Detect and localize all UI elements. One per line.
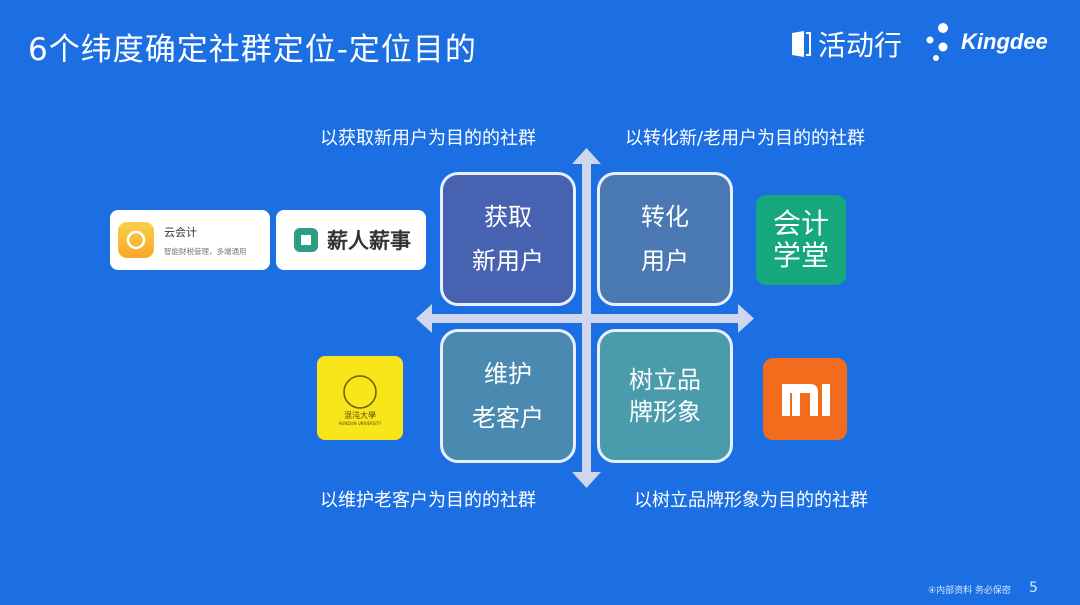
page-number: 5 [1029, 580, 1038, 596]
yunkuaiji-logo: 云会计智能财税管理，多端通用 [110, 210, 270, 270]
quadrant-box-brand: 树立品牌形象 [597, 329, 733, 463]
logo-line: 学堂 [772, 239, 829, 272]
box-line: 维护 [484, 360, 532, 388]
arrow-down-icon [572, 472, 601, 488]
xinren-logo: 薪人薪事 [276, 210, 426, 270]
xinren-mark-icon [294, 228, 318, 252]
box-line: 转化 [641, 203, 689, 231]
hunxun-logo: 混沌大學 HUNDUN UNIVERSITY [317, 356, 403, 440]
cloud-icon [118, 222, 154, 258]
xinren-name: 薪人薪事 [327, 229, 411, 253]
quadrant-label-retain: 以维护老客户为目的的社群 [320, 490, 536, 511]
yunkuaiji-name: 云会计 [164, 225, 197, 239]
kingdee-logo: Kingdee [925, 20, 1048, 64]
quadrant-label-brand: 以树立品牌形象为目的的社群 [634, 490, 868, 511]
box-line: 树立品 [629, 366, 701, 394]
kingdee-text: Kingdee [961, 29, 1048, 54]
slide-title: 6个纬度确定社群定位-定位目的 [28, 32, 477, 68]
arrow-up-icon [572, 148, 601, 164]
hunxun-sub: HUNDUN UNIVERSITY [338, 421, 382, 426]
huodongxing-logo: 活动行 [790, 24, 902, 64]
box-line: 用户 [641, 247, 689, 275]
yunkuaiji-tagline: 智能财税管理，多端通用 [164, 246, 247, 256]
hunxun-circle-icon [343, 375, 377, 409]
confidential-footer: ④内部资料 务必保密 [928, 586, 1011, 596]
logo-line: 会计 [772, 207, 829, 240]
door-icon [792, 31, 811, 57]
arrow-left-icon [416, 304, 432, 333]
box-line: 新用户 [472, 247, 544, 275]
quadrant-label-acquire: 以获取新用户为目的的社群 [320, 128, 536, 149]
hunxun-name: 混沌大學 [344, 411, 376, 420]
mi-logo [763, 358, 847, 440]
box-line: 老客户 [472, 404, 544, 432]
huodongxing-text: 活动行 [818, 29, 903, 62]
quadrant-box-retain: 维护老客户 [440, 329, 576, 463]
box-line: 获取 [484, 203, 532, 231]
kingdee-dots-icon [926, 23, 948, 61]
quadrant-box-acquire: 获取新用户 [440, 172, 576, 306]
arrow-right-icon [738, 304, 754, 333]
quadrant-box-convert: 转化用户 [597, 172, 733, 306]
quadrant-label-convert: 以转化新/老用户为目的的社群 [624, 128, 866, 149]
mi-mark-icon [782, 384, 830, 416]
box-line: 牌形象 [629, 398, 701, 426]
kuaijixuetang-logo: 会计学堂 [756, 195, 846, 285]
vertical-axis [582, 162, 591, 474]
